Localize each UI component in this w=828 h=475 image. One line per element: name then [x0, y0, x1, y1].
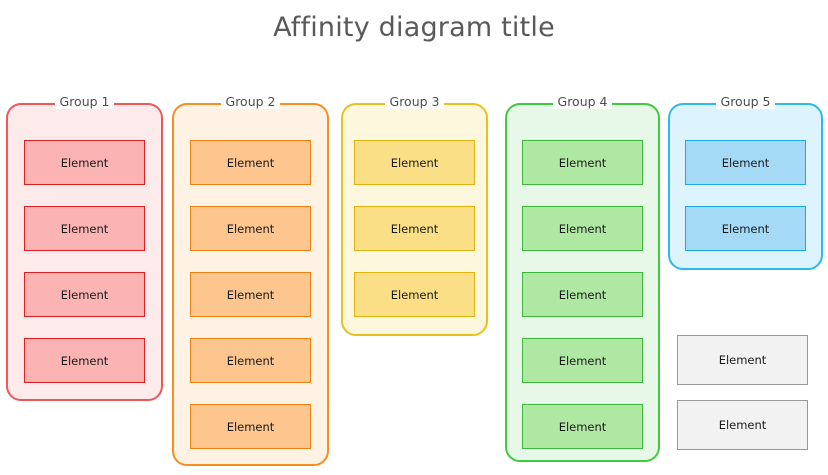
- element-card[interactable]: Element: [522, 206, 643, 251]
- group-label-4: Group 4: [552, 94, 613, 109]
- element-card[interactable]: Element: [522, 272, 643, 317]
- group-label-5: Group 5: [715, 94, 776, 109]
- element-card[interactable]: Element: [522, 404, 643, 449]
- element-card[interactable]: Element: [24, 206, 145, 251]
- element-card[interactable]: Element: [354, 272, 475, 317]
- element-card[interactable]: Element: [190, 338, 311, 383]
- group-label-1: Group 1: [54, 94, 115, 109]
- element-card[interactable]: Element: [685, 140, 806, 185]
- element-card[interactable]: Element: [190, 404, 311, 449]
- ungrouped-element-card[interactable]: Element: [677, 335, 808, 385]
- element-card[interactable]: Element: [354, 206, 475, 251]
- element-card[interactable]: Element: [685, 206, 806, 251]
- element-card[interactable]: Element: [190, 206, 311, 251]
- element-card[interactable]: Element: [24, 140, 145, 185]
- element-card[interactable]: Element: [190, 272, 311, 317]
- element-card[interactable]: Element: [522, 338, 643, 383]
- element-card[interactable]: Element: [24, 338, 145, 383]
- page-title: Affinity diagram title: [273, 12, 555, 43]
- group-label-2: Group 2: [220, 94, 281, 109]
- ungrouped-element-card[interactable]: Element: [677, 400, 808, 450]
- element-card[interactable]: Element: [24, 272, 145, 317]
- group-label-3: Group 3: [384, 94, 445, 109]
- element-card[interactable]: Element: [190, 140, 311, 185]
- element-card[interactable]: Element: [354, 140, 475, 185]
- element-card[interactable]: Element: [522, 140, 643, 185]
